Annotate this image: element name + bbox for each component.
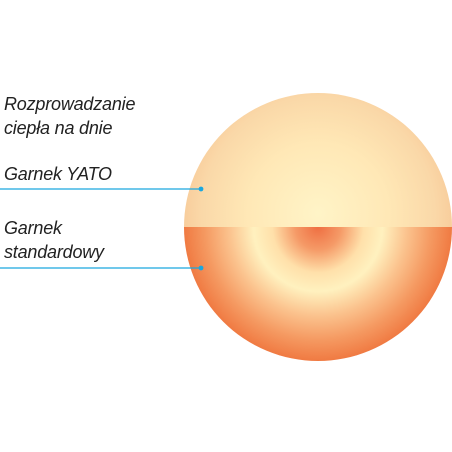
standard-pot-heat-half (184, 227, 452, 361)
yato-pot-label: Garnek YATO (4, 164, 112, 184)
standard-pot-label-line-2: standardowy (4, 242, 104, 262)
standard-pot-label-line-1: Garnek (4, 218, 62, 238)
standard-pot-label: Garnek standardowy (4, 216, 104, 264)
yato-leader-dot (198, 186, 204, 192)
yato-pot-heat-half (184, 93, 452, 227)
heat-distribution-label-line-1: Rozprowadzanie (4, 94, 136, 114)
standard-leader-dot (198, 265, 204, 271)
heat-distribution-label-line-2: ciepła na dnie (4, 118, 113, 138)
heat-distribution-label: Rozprowadzanie ciepła na dnie (4, 92, 135, 140)
